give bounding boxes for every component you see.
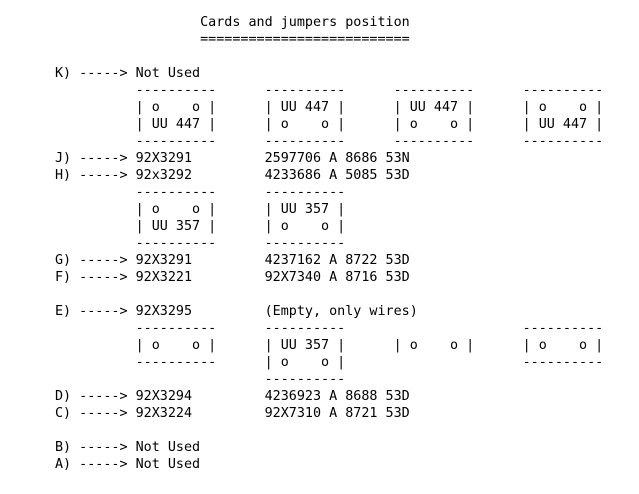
slot-f-line: F) -----> 92X3221 92X7340 A 8716 53D — [55, 270, 410, 285]
document-title: Cards and jumpers position — [55, 15, 410, 30]
title-underline: ========================== — [55, 32, 410, 47]
slot-d-line: D) -----> 92X3294 4236923 A 8688 53D — [55, 389, 410, 404]
slot-g-line: G) -----> 92X3291 4237162 A 8722 53D — [55, 253, 410, 268]
card-row-line: | UU 357 | | o o | — [55, 219, 346, 234]
card-border-line: ---------- ---------- — [55, 236, 346, 251]
card-row-line: | o o | | UU 357 | | o o | | o o | — [55, 338, 604, 353]
blank-line — [55, 48, 639, 65]
slot-j-line: J) -----> 92X3291 2597706 A 8686 53N — [55, 151, 410, 166]
card-row-line: | o o | | UU 447 | | UU 447 | | o o | — [55, 100, 604, 115]
card-row-line: | o o | | UU 357 | — [55, 202, 346, 217]
slot-b-line: B) -----> Not Used — [55, 440, 201, 455]
slot-a-line: A) -----> Not Used — [55, 457, 201, 472]
slot-h-line: H) -----> 92x3292 4233686 A 5085 53D — [55, 168, 410, 183]
slot-c-line: C) -----> 92X3224 92X7310 A 8721 53D — [55, 406, 410, 421]
card-border-line: ---------- ---------- ---------- -------… — [55, 83, 604, 98]
card-border-line: ---------- ---------- — [55, 185, 346, 200]
card-border-line: ---------- ---------- ---------- — [55, 321, 604, 336]
blank-line — [55, 422, 639, 439]
cards-jumpers-document: Cards and jumpers position =============… — [55, 15, 639, 472]
slot-k-line: K) -----> Not Used — [55, 66, 201, 81]
card-border-line: ---------- — [55, 372, 346, 387]
card-row-line: | UU 447 | | o o | | o o | | UU 447 | — [55, 117, 604, 132]
card-row-line: ---------- | o o | ---------- — [55, 355, 604, 370]
slot-e-line: E) -----> 92X3295 (Empty, only wires) — [55, 304, 418, 319]
blank-line — [55, 286, 639, 303]
card-border-line: ---------- ---------- ---------- -------… — [55, 134, 604, 149]
